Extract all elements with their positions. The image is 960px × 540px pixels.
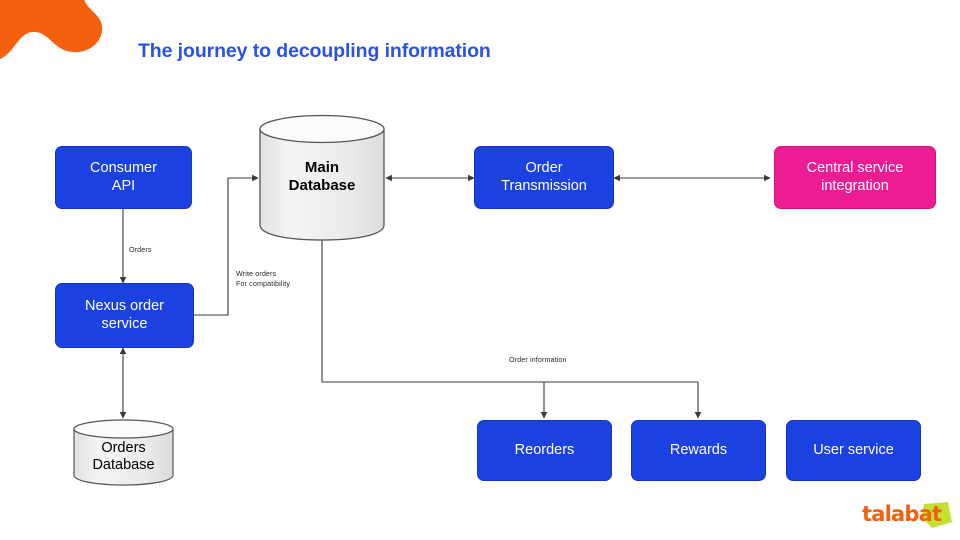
page-title: The journey to decoupling information: [138, 40, 491, 62]
node-order-transmission-label: Order Transmission: [501, 160, 587, 194]
node-nexus-order-service-label: Nexus order service: [85, 298, 164, 332]
node-orders-database-label: Orders Database: [92, 439, 155, 473]
node-main-database-label: Main Database: [288, 159, 356, 194]
node-central-service-integration[interactable]: Central service integration: [774, 146, 936, 209]
edge-label-write-orders: Write orders For compatibility: [236, 269, 290, 288]
node-central-service-integration-label: Central service integration: [806, 160, 904, 194]
cylinder-shape: [259, 114, 385, 241]
edge-label-orders: Orders: [129, 245, 152, 254]
logo-accent-shape: [922, 502, 952, 528]
edge-nexus-to-main-db: [194, 174, 259, 316]
edge-label-write-orders-line2: For compatibility: [236, 278, 291, 288]
edge-main-db-to-consumers: [321, 240, 702, 419]
node-orders-database[interactable]: Orders Database: [72, 418, 175, 486]
node-rewards-label: Rewards: [669, 441, 728, 458]
logo-text: talabat: [862, 502, 942, 526]
node-user-service[interactable]: User service: [786, 420, 921, 481]
node-reorders-label: Reorders: [514, 441, 575, 458]
node-user-service-label: User service: [813, 441, 894, 458]
node-main-database[interactable]: Main Database: [258, 113, 386, 241]
node-reorders[interactable]: Reorders: [477, 420, 612, 481]
node-order-transmission[interactable]: Order Transmission: [474, 146, 614, 209]
node-consumer-api-label: Consumer API: [90, 160, 157, 194]
node-nexus-order-service[interactable]: Nexus order service: [55, 283, 194, 348]
edge-label-order-information: Order information: [509, 355, 567, 364]
talabat-logo: talabat: [862, 500, 954, 534]
cylinder-shape: [73, 419, 174, 486]
edge-label-write-orders-line1: Write orders: [236, 269, 277, 278]
node-consumer-api[interactable]: Consumer API: [55, 146, 192, 209]
node-rewards[interactable]: Rewards: [631, 420, 766, 481]
